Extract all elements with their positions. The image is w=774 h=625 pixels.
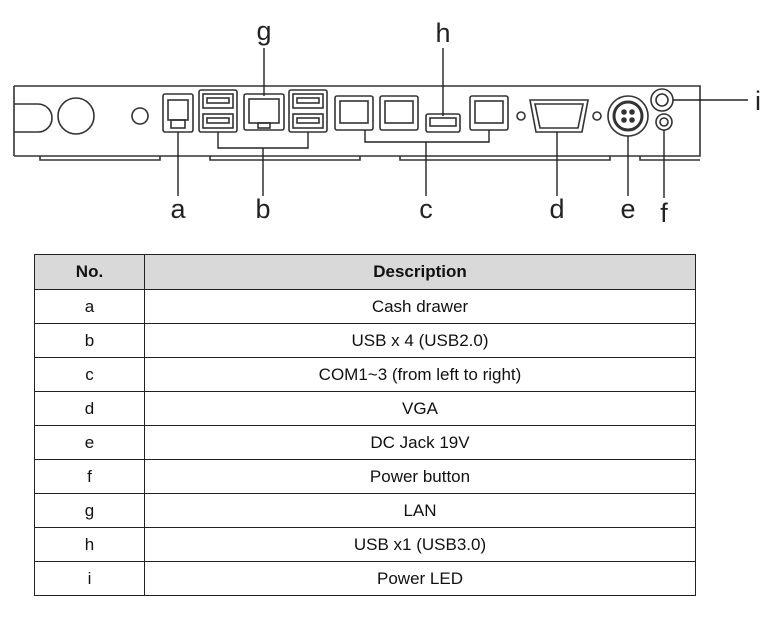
header-no: No. [34, 254, 145, 290]
row-no: f [34, 459, 145, 494]
com2-port [379, 95, 419, 131]
row-description: Power LED [144, 561, 696, 596]
row-no: h [34, 527, 145, 562]
row-no: c [34, 357, 145, 392]
row-no: g [34, 493, 145, 528]
row-no: b [34, 323, 145, 358]
header-description: Description [144, 254, 696, 290]
row-description: USB x 4 (USB2.0) [144, 323, 696, 358]
row-description: Power button [144, 459, 696, 494]
callout-c: c [419, 194, 433, 224]
table-row: f Power button [34, 459, 696, 494]
row-description: LAN [144, 493, 696, 528]
table-row: h USB x1 (USB3.0) [34, 527, 696, 562]
row-description: DC Jack 19V [144, 425, 696, 460]
callout-f: f [660, 198, 668, 228]
callout-g: g [256, 16, 271, 46]
com3-port [469, 95, 509, 131]
com1-port [334, 95, 374, 131]
table-row: i Power LED [34, 561, 696, 596]
panel-left-cutout [14, 103, 53, 133]
usb2-stack-left [198, 89, 238, 133]
callout-e: e [620, 194, 635, 224]
panel-screw-hole [57, 97, 95, 135]
power-led [650, 88, 674, 112]
panel-bottom-lip [39, 156, 700, 161]
leader-b [217, 132, 309, 149]
table-row: b USB x 4 (USB2.0) [34, 323, 696, 358]
table-row: c COM1~3 (from left to right) [34, 357, 696, 392]
lan-port [243, 93, 285, 131]
row-description: VGA [144, 391, 696, 426]
callout-d: d [549, 194, 564, 224]
row-no: i [34, 561, 145, 596]
row-no: d [34, 391, 145, 426]
io-panel-diagram: a b c d e f g h i [13, 16, 761, 228]
dc-jack [607, 95, 649, 137]
row-no: a [34, 289, 145, 324]
callout-b: b [255, 194, 270, 224]
leader-c [364, 130, 490, 143]
usb2-stack-right [288, 89, 328, 133]
usb3-port [425, 113, 461, 133]
cash-drawer-port [162, 93, 194, 133]
vga-port [516, 99, 602, 133]
port-description-table: No. Description a Cash drawer b USB x 4 … [34, 254, 696, 596]
panel-small-hole [131, 107, 149, 125]
panel-outline [13, 85, 701, 157]
table-row: e DC Jack 19V [34, 425, 696, 460]
row-no: e [34, 425, 145, 460]
callout-a: a [170, 194, 186, 224]
row-description: COM1~3 (from left to right) [144, 357, 696, 392]
table-row: g LAN [34, 493, 696, 528]
table-row: d VGA [34, 391, 696, 426]
row-description: USB x1 (USB3.0) [144, 527, 696, 562]
power-button-hole [655, 113, 673, 131]
table-header-row: No. Description [34, 254, 696, 290]
table-row: a Cash drawer [34, 289, 696, 324]
row-description: Cash drawer [144, 289, 696, 324]
callout-h: h [435, 18, 450, 48]
callout-i: i [755, 86, 761, 116]
